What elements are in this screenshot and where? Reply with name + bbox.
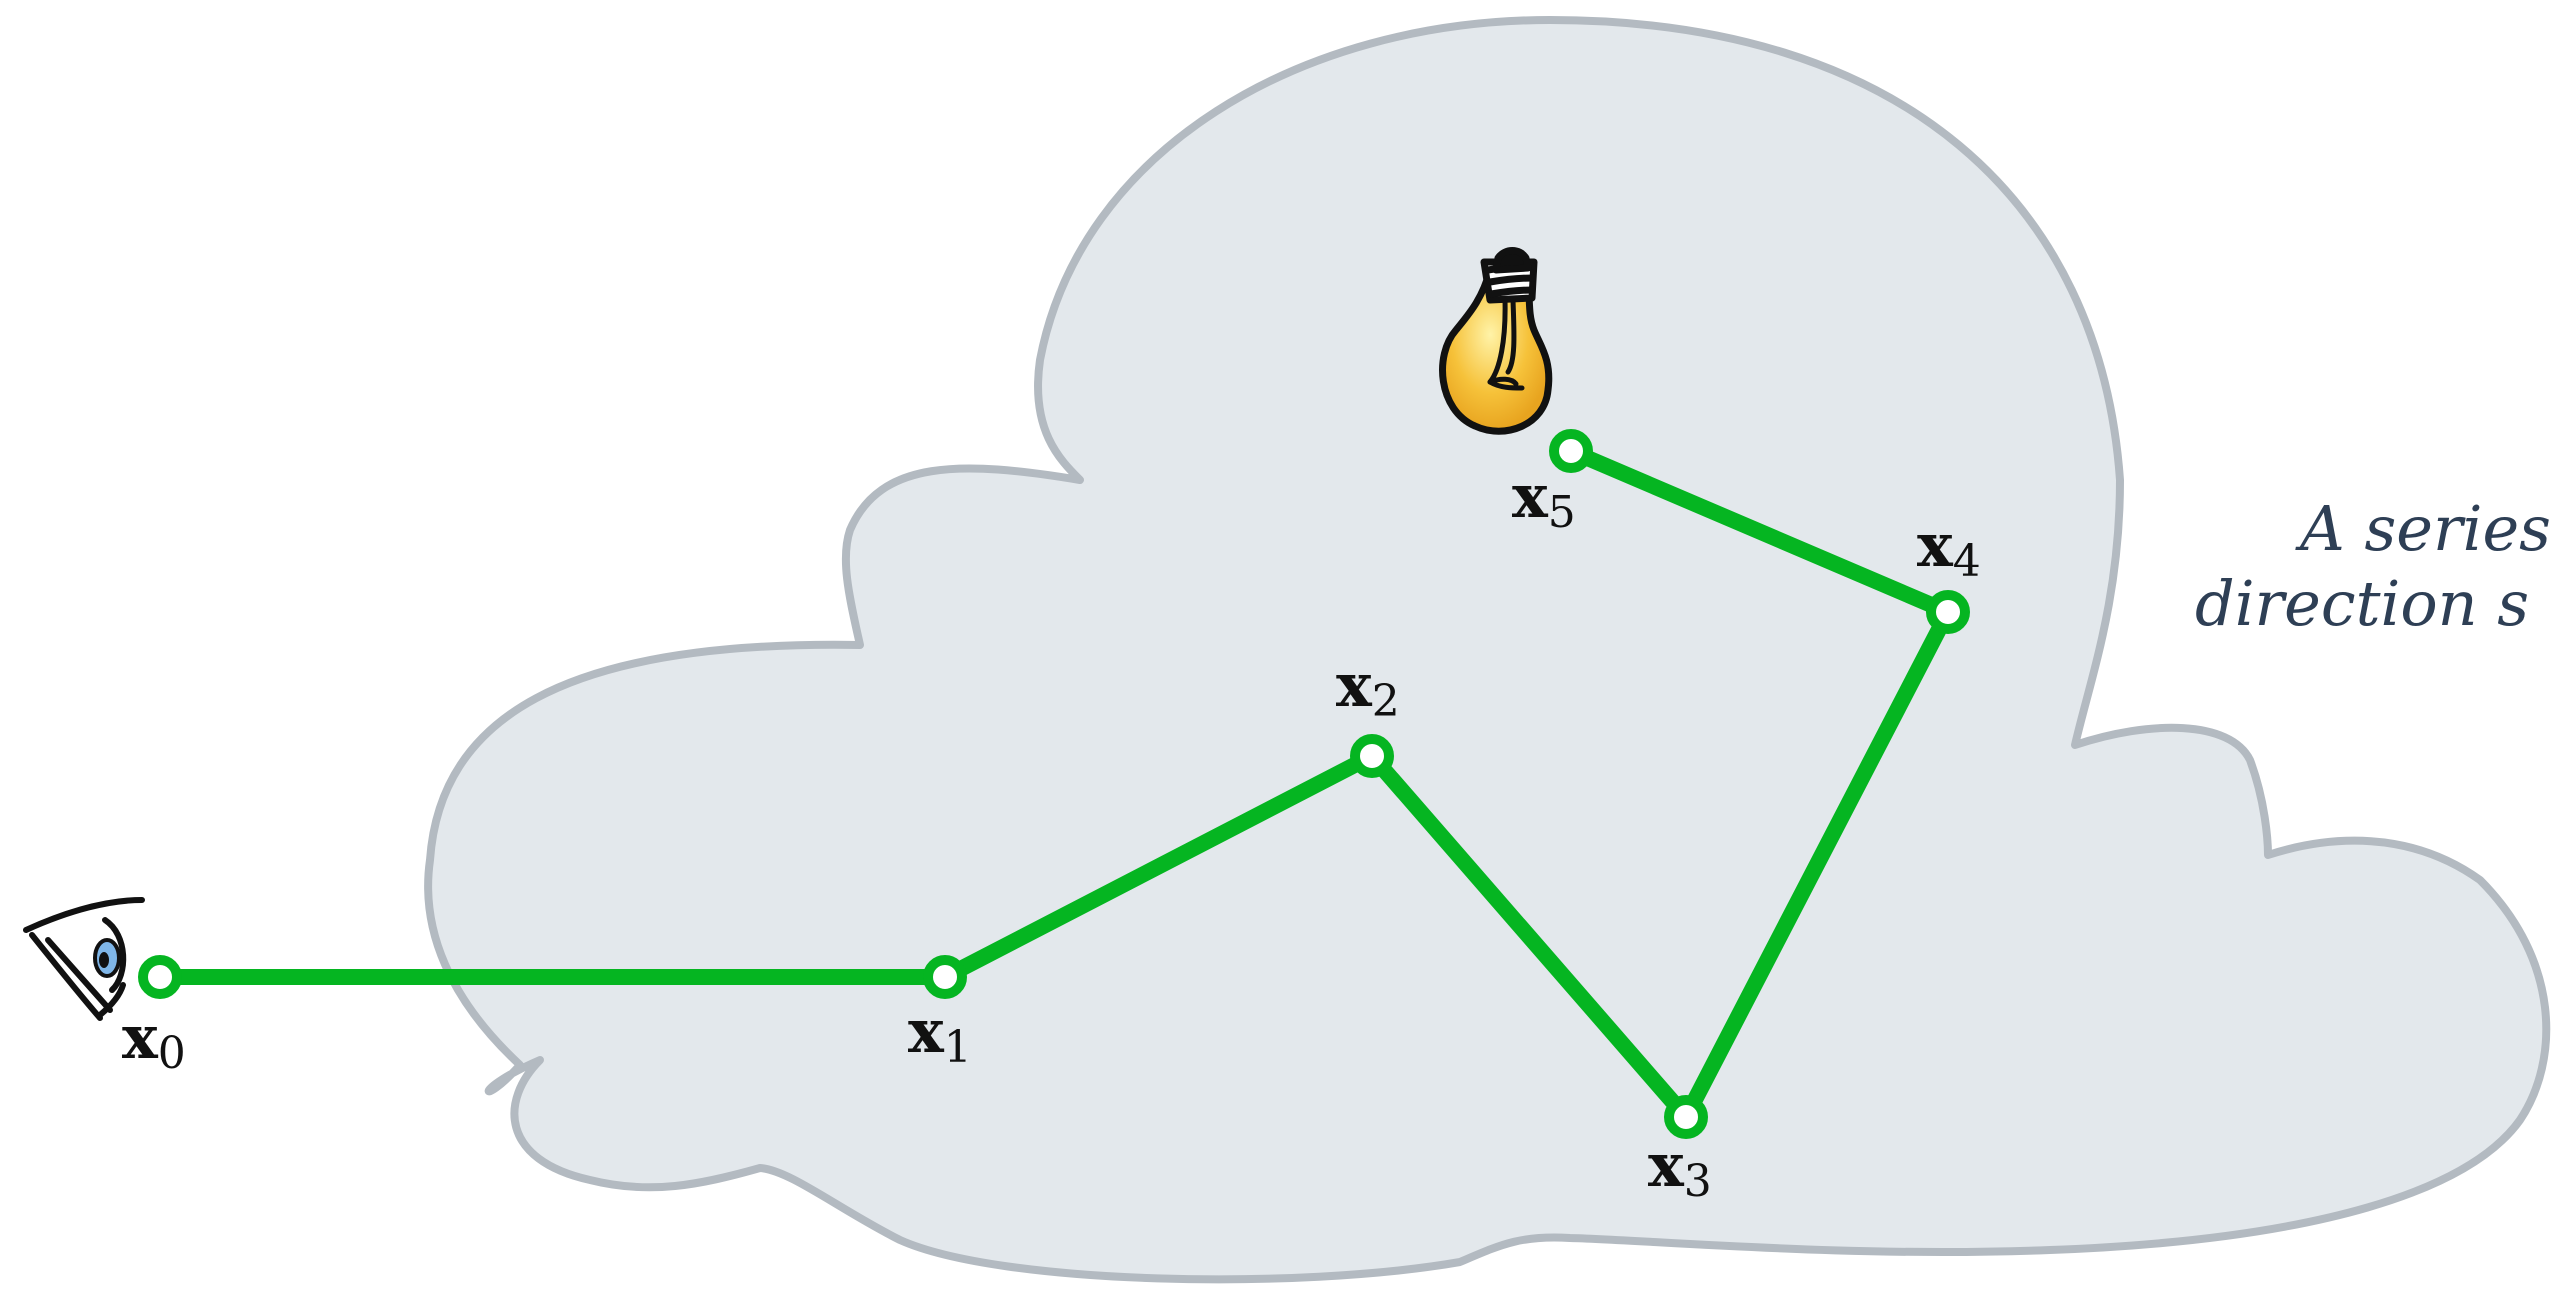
- path-segment-3-4: [1678, 604, 1956, 1125]
- vertex-x1: [923, 955, 967, 999]
- vertex-label-x1: x1: [908, 997, 972, 1073]
- light-bulb-icon: [1439, 247, 1553, 435]
- vertex-label-x5: x5: [1512, 462, 1576, 538]
- caption-line-1: A series: [2295, 492, 2551, 565]
- vertex-label-x4: x4: [1917, 511, 1981, 587]
- vertex-x3: [1664, 1095, 1708, 1139]
- participating-medium-cloud: [424, 16, 2551, 1284]
- vertex-x4: [1926, 590, 1970, 634]
- vertex-label-x3: x3: [1648, 1131, 1712, 1207]
- path-vertices: [138, 429, 1970, 1139]
- vertex-x2: [1350, 734, 1394, 778]
- vertex-label-x0: x0: [122, 1003, 186, 1079]
- vertex-label-x2: x2: [1336, 651, 1400, 727]
- caption-line-2: direction s: [2195, 567, 2529, 640]
- path-segment-4-5: [1563, 443, 1956, 620]
- vertex-x0: [138, 955, 182, 999]
- vertex-x5: [1549, 429, 1593, 473]
- light-path: [152, 443, 1956, 1125]
- path-segment-1-2: [937, 748, 1380, 985]
- path-segment-2-3: [1364, 748, 1694, 1125]
- eye-icon: [23, 897, 145, 1021]
